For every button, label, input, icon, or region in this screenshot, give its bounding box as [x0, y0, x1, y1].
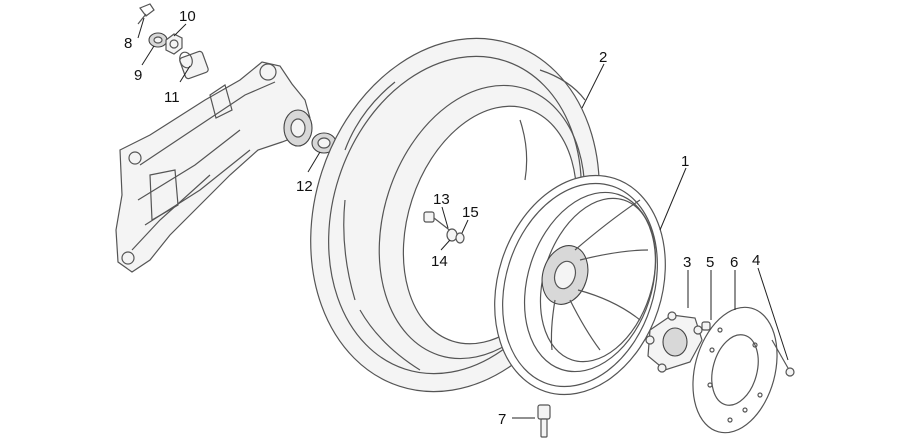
callout-9: 9 — [134, 67, 142, 84]
washer-15-part — [455, 232, 465, 244]
swing-arm-part — [115, 61, 313, 273]
nut-10-part — [165, 33, 183, 55]
bolt-5-part — [701, 321, 711, 331]
callout-15: 15 — [462, 204, 479, 221]
bolt-13-part — [423, 211, 453, 233]
callout-2: 2 — [599, 49, 607, 66]
leader-15 — [461, 219, 469, 234]
leader-2 — [581, 63, 605, 109]
leader-4 — [757, 267, 789, 361]
leader-11 — [179, 65, 191, 83]
callout-5: 5 — [706, 254, 714, 271]
brake-disc-6-part — [692, 306, 778, 434]
callout-1: 1 — [681, 153, 689, 170]
leader-lines — [137, 17, 789, 419]
callout-7: 7 — [498, 411, 506, 428]
callout-6: 6 — [730, 254, 738, 271]
spacer-11-part — [179, 50, 209, 80]
bearing-9-part — [148, 32, 168, 48]
leader-12 — [307, 151, 321, 173]
callout-11: 11 — [164, 89, 180, 106]
brake-hub-3-part — [645, 311, 703, 373]
leader-8 — [137, 17, 145, 39]
leader-14 — [440, 239, 451, 251]
callout-12: 12 — [296, 178, 313, 195]
screw-4-part — [771, 339, 795, 377]
callout-14: 14 — [431, 253, 448, 270]
callout-13: 13 — [433, 191, 450, 208]
leader-1 — [659, 167, 687, 231]
callout-10: 10 — [179, 8, 196, 25]
valve-7-part — [537, 404, 551, 438]
callout-8: 8 — [124, 35, 132, 52]
bushing-12-part — [311, 132, 337, 154]
bolt-8-part — [137, 3, 155, 25]
leader-9 — [141, 45, 155, 66]
callout-labels: 1 2 3 4 5 6 7 8 9 10 11 12 13 14 15 — [124, 8, 760, 428]
leader-13 — [441, 206, 449, 229]
leader-10 — [173, 23, 187, 37]
callout-3: 3 — [683, 254, 691, 271]
wheel-rim-1-part — [494, 174, 666, 396]
callout-4: 4 — [752, 252, 760, 269]
